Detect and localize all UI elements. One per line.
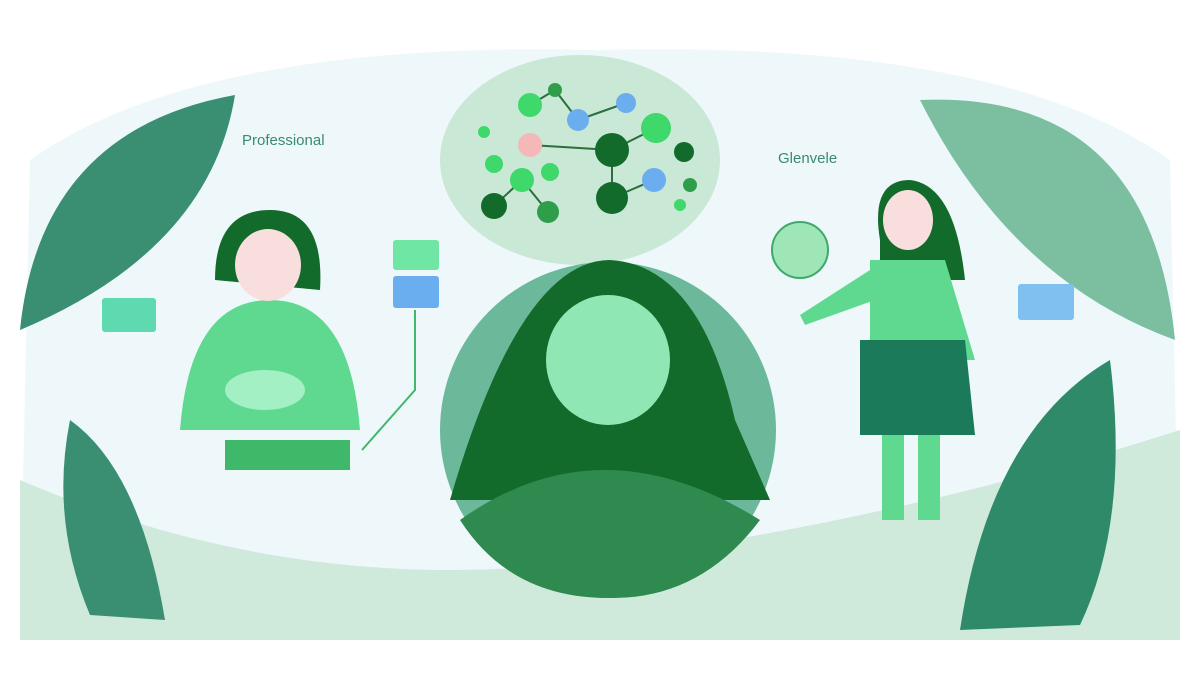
connector-line — [361, 310, 416, 451]
chat-card-bottom — [393, 276, 439, 308]
center-person-face — [546, 295, 670, 425]
label-glenvele: Glenvele — [778, 150, 838, 167]
leaf-top-left — [20, 95, 235, 330]
left-badge — [102, 298, 156, 332]
leaf-top-right — [920, 99, 1175, 340]
leaf-bottom-right — [960, 360, 1116, 630]
ground-hill — [20, 430, 1180, 640]
network-nodes — [478, 83, 697, 223]
chat-card-top — [393, 240, 439, 270]
network-bubble — [440, 55, 720, 265]
center-person-body — [460, 470, 760, 599]
right-person — [800, 180, 975, 520]
flower-emblem — [771, 221, 829, 279]
label-professional: Professional — [242, 132, 325, 149]
leaf-bottom-left — [63, 420, 166, 620]
right-badge — [1018, 284, 1074, 320]
left-person — [180, 210, 360, 470]
